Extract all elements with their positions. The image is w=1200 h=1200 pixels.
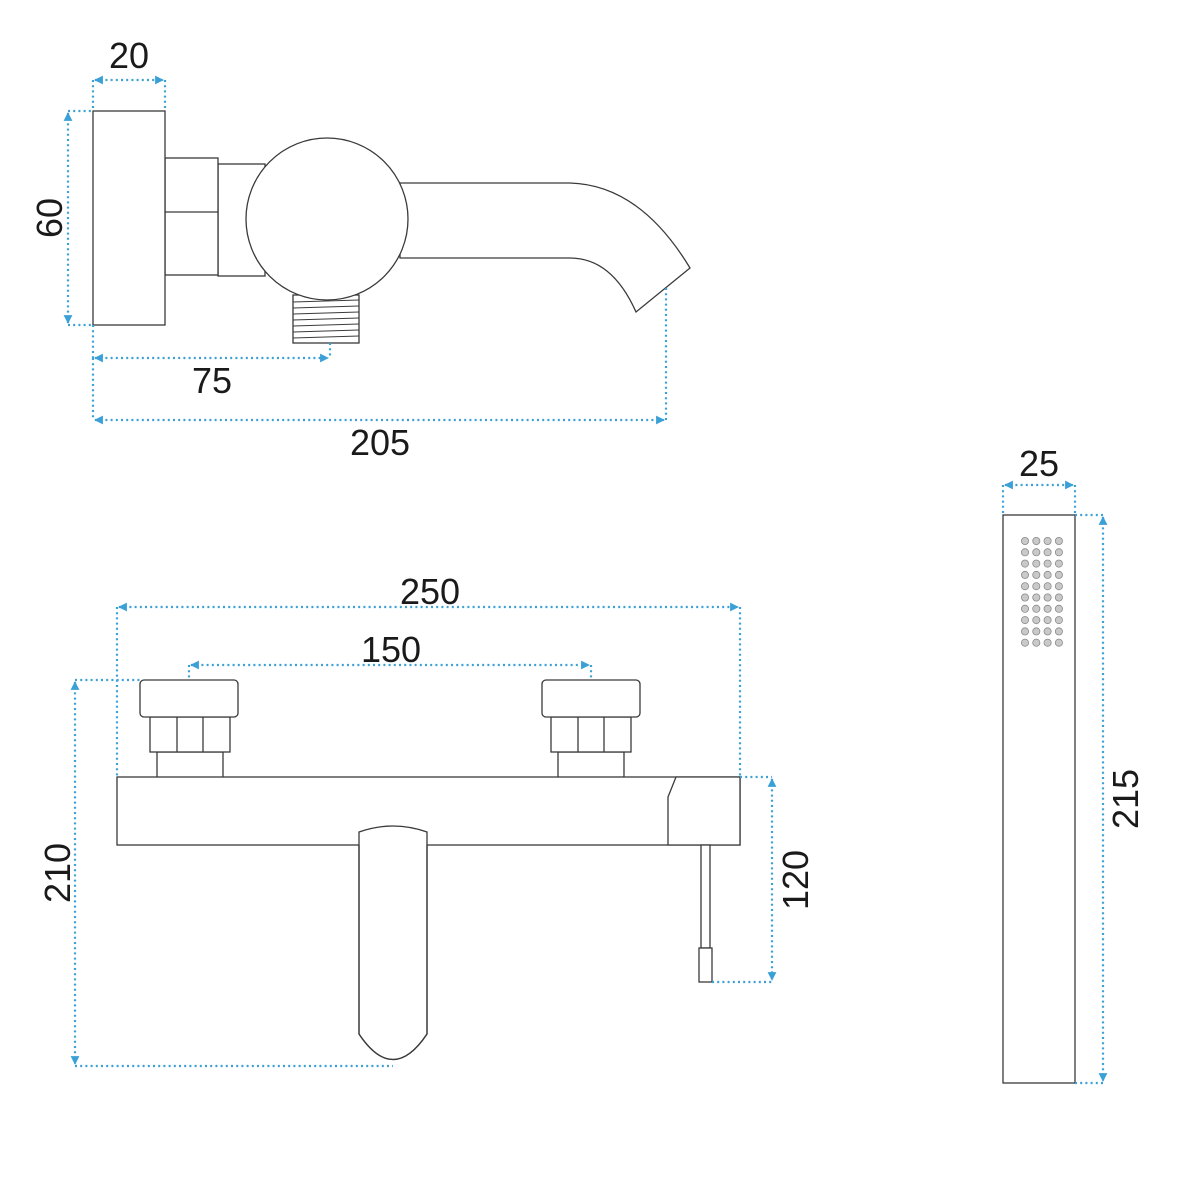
dimension-label-210: 210	[37, 843, 78, 903]
nozzle-dot	[1032, 604, 1041, 613]
nozzle-dot	[1032, 593, 1041, 602]
nozzle-dot	[1054, 559, 1063, 568]
nozzle-dot	[1032, 616, 1041, 625]
dimension-shower-width: 25	[1001, 443, 1077, 515]
nozzle-dot	[1043, 616, 1052, 625]
nozzle-dot	[1021, 559, 1030, 568]
dimension-side-height: 60	[29, 109, 93, 327]
dimension-label-120: 120	[775, 850, 816, 910]
nozzle-dot	[1021, 616, 1030, 625]
dimension-label-75: 75	[192, 360, 232, 401]
nozzle-dot	[1043, 604, 1052, 613]
dimension-label-250: 250	[400, 571, 460, 612]
nozzle-dot	[1021, 570, 1030, 579]
nozzle-dot	[1032, 537, 1041, 546]
nozzle-dot	[1021, 638, 1030, 647]
nozzle-dot	[1043, 537, 1052, 546]
dimension-label-215: 215	[1105, 769, 1146, 829]
dimension-label-205: 205	[350, 422, 410, 463]
dimension-label-60: 60	[29, 198, 70, 238]
dimension-side-total-depth: 205	[91, 288, 668, 463]
nozzle-dot	[1032, 627, 1041, 636]
dimension-front-body-to-lever: 120	[712, 775, 816, 984]
dimension-label-25: 25	[1019, 443, 1059, 484]
nozzle-dot	[1043, 570, 1052, 579]
dimension-label-20: 20	[109, 35, 149, 76]
nozzle-dot	[1021, 548, 1030, 557]
nozzle-dot	[1021, 604, 1030, 613]
nozzle-dot	[1054, 627, 1063, 636]
nozzle-dot	[1043, 627, 1052, 636]
nozzle-dot	[1043, 582, 1052, 591]
hand-shower-view: 25 215	[1001, 443, 1146, 1085]
nozzle-dot	[1043, 548, 1052, 557]
nozzle-dot	[1043, 593, 1052, 602]
dimension-side-outlet-offset: 75	[91, 325, 332, 401]
nozzle-dot	[1032, 582, 1041, 591]
nozzle-dot	[1032, 548, 1041, 557]
dimension-front-total-width: 250	[115, 571, 742, 777]
side-view-mixer-outline	[92, 110, 691, 344]
dimension-side-flange-depth: 20	[91, 35, 167, 111]
nozzle-dot	[1043, 559, 1052, 568]
front-view-mixer-outline	[116, 679, 741, 1060]
nozzle-dot	[1021, 582, 1030, 591]
nozzle-dot	[1032, 570, 1041, 579]
dimension-front-inlet-spacing: 150	[187, 629, 593, 680]
nozzle-dot	[1054, 638, 1063, 647]
dimension-label-150: 150	[361, 629, 421, 670]
nozzle-dot	[1054, 582, 1063, 591]
dimension-front-total-height: 210	[37, 678, 393, 1068]
nozzle-dot	[1054, 604, 1063, 613]
hand-shower-nozzle-grid	[1021, 537, 1063, 647]
nozzle-dot	[1021, 593, 1030, 602]
nozzle-dot	[1054, 548, 1063, 557]
nozzle-dot	[1021, 537, 1030, 546]
nozzle-dot	[1021, 627, 1030, 636]
nozzle-dot	[1032, 638, 1041, 647]
nozzle-dot	[1032, 559, 1041, 568]
dimension-shower-length: 215	[1075, 513, 1146, 1085]
nozzle-dot	[1054, 593, 1063, 602]
nozzle-dot	[1043, 638, 1052, 647]
nozzle-dot	[1054, 616, 1063, 625]
side-view: 20 60 75 205	[29, 35, 691, 463]
nozzle-dot	[1054, 537, 1063, 546]
front-view: 250 150 210 120	[37, 571, 816, 1068]
nozzle-dot	[1054, 570, 1063, 579]
